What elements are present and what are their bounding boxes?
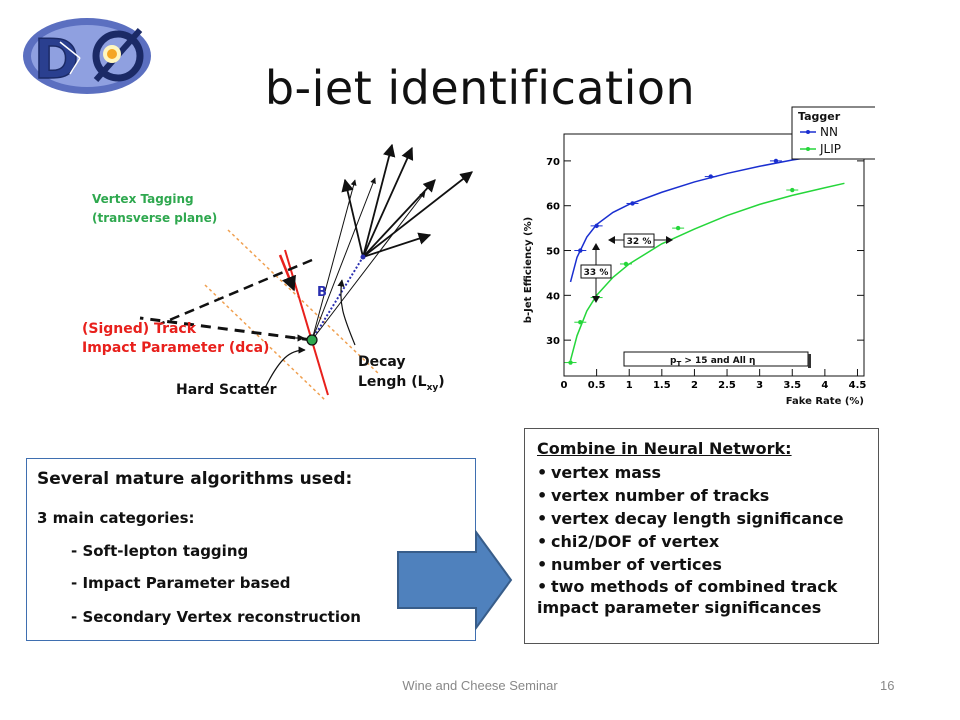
- annotation-32: 32 %: [608, 233, 673, 248]
- svg-text:Lengh (Lxy): Lengh (Lxy): [358, 374, 445, 393]
- series-line-jlip: [569, 182, 845, 361]
- legend-title: Tagger: [798, 110, 841, 123]
- y-tick-label: 40: [546, 291, 560, 302]
- algorithm-item: - Impact Parameter based: [71, 574, 291, 592]
- legend: Tagger NN JLIP: [791, 106, 875, 160]
- x-tick-label: 3: [756, 380, 763, 391]
- algorithms-subheading: 3 main categories:: [37, 509, 195, 527]
- slide-footer: Wine and Cheese Seminar: [402, 678, 558, 693]
- x-tick-label: 1: [626, 380, 633, 391]
- slide-title: b-jet identification: [264, 61, 696, 106]
- b-hadron-label: B: [317, 285, 327, 300]
- x-tick-label: 4.5: [849, 380, 867, 391]
- algorithms-heading: Several mature algorithms used:: [37, 469, 353, 489]
- y-tick-label: 70: [546, 157, 560, 168]
- svg-text:(transverse plane): (transverse plane): [92, 211, 217, 225]
- x-tick-label: 4: [821, 380, 828, 391]
- page-number: 16: [880, 678, 895, 693]
- series-line-nn: [569, 149, 858, 283]
- annotation-33: 33 %: [580, 243, 612, 303]
- x-tick-label: 3.5: [783, 380, 801, 391]
- efficiency-vs-fake-rate-chart: 0 0.5 1 1.5 2 2.5 3 3.5 4 4.5 30 40 50 60 70 Tagger NN…: [523, 106, 875, 407]
- d0-logo: D: [23, 18, 151, 94]
- y-axis-title: b-Jet Efficiency (%): [523, 217, 534, 323]
- x-tick-label: 0.5: [588, 380, 606, 391]
- nn-item: •vertex decay length significance: [537, 509, 844, 528]
- y-tick-label: 50: [546, 247, 560, 258]
- svg-text:32 %: 32 %: [627, 237, 652, 247]
- vertex-tagging-label: Vertex Tagging: [92, 192, 194, 206]
- track-impact-label: (Signed) Track: [82, 321, 197, 337]
- x-axis-title: Fake Rate (%): [786, 396, 864, 407]
- neural-network-box: Combine in Neural Network: •vertex mass …: [524, 428, 879, 644]
- x-tick-label: 1.5: [653, 380, 671, 391]
- decay-length-label: Decay: [358, 354, 406, 370]
- nn-heading: Combine in Neural Network:: [537, 439, 792, 458]
- y-tick-label: 60: [546, 202, 560, 213]
- nn-item: •number of vertices: [537, 555, 722, 574]
- nn-item: •vertex number of tracks: [537, 486, 770, 505]
- x-tick-label: 2.5: [718, 380, 736, 391]
- nn-item: •two methods of combined track impact pa…: [537, 577, 838, 617]
- x-tick-label: 0: [561, 380, 568, 391]
- svg-text:Impact Parameter (dca): Impact Parameter (dca): [82, 340, 269, 356]
- right-arrow-icon: [397, 530, 513, 630]
- legend-jlip: JLIP: [819, 142, 841, 156]
- legend-nn: NN: [820, 125, 838, 139]
- y-tick-label: 30: [546, 336, 560, 347]
- nn-item: •vertex mass: [537, 463, 662, 482]
- vertex-tagging-diagram: Vertex Tagging (transverse plane) B (Sig…: [82, 143, 473, 401]
- nn-item: •chi2/DOF of vertex: [537, 532, 720, 551]
- svg-text:D: D: [34, 28, 79, 91]
- x-tick-label: 2: [691, 380, 698, 391]
- plot-frame: [563, 133, 865, 377]
- algorithm-item: - Secondary Vertex reconstruction: [71, 608, 361, 626]
- hard-scatter-label: Hard Scatter: [176, 382, 277, 398]
- algorithm-item: - Soft-lepton tagging: [71, 542, 249, 560]
- svg-text:pT > 15 and All η: pT > 15 and All η: [670, 356, 755, 368]
- pt-cut-box: pT > 15 and All η: [623, 351, 811, 368]
- svg-text:33 %: 33 %: [584, 268, 609, 278]
